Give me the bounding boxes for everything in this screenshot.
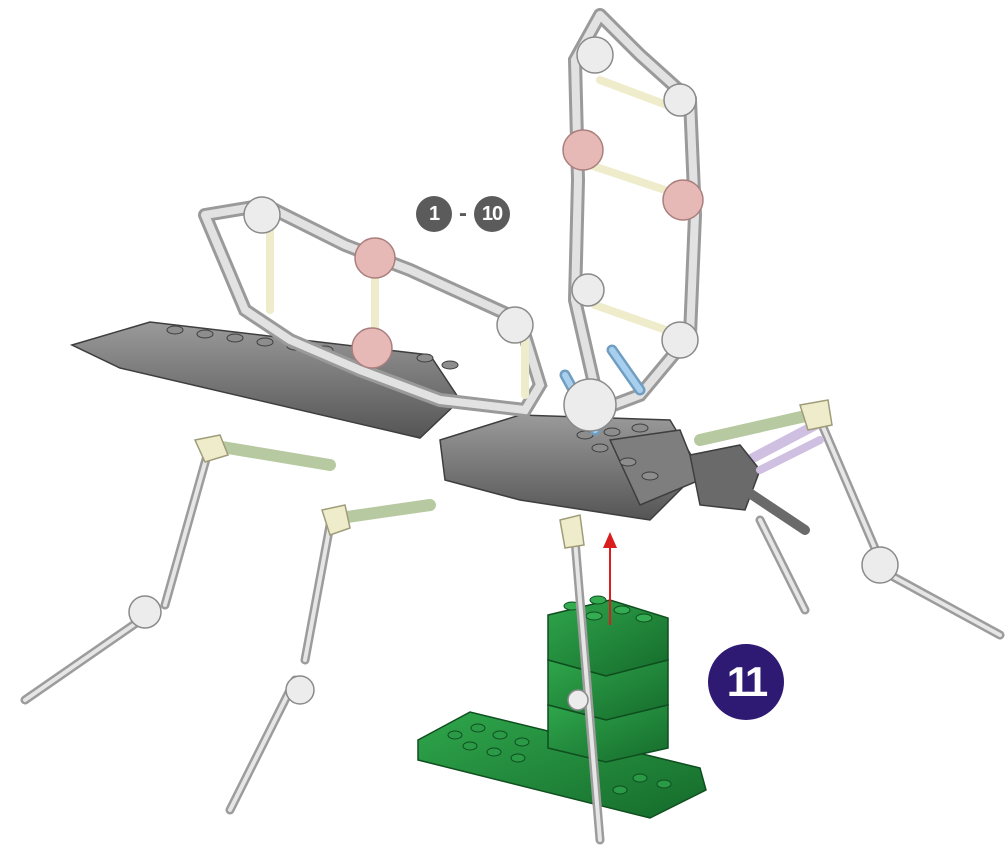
- thorax: [440, 415, 820, 530]
- step-range-end-badge: 10: [474, 196, 510, 232]
- step-range-label: 1 - 10: [416, 194, 510, 234]
- step-range-separator: -: [459, 200, 467, 228]
- step-range-start-badge: 1: [416, 196, 452, 232]
- green-stand: [418, 596, 706, 818]
- current-step-badge: 11: [708, 644, 784, 720]
- right-wing: [563, 15, 703, 410]
